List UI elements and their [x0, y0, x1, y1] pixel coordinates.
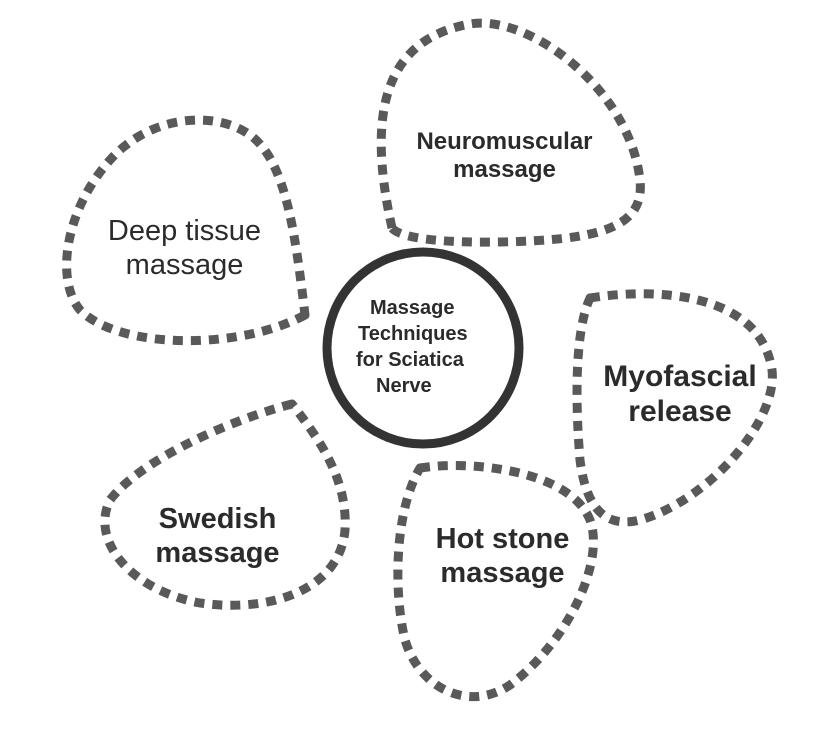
petal-hot-stone	[393, 461, 598, 702]
center-title-line-2: Techniques	[358, 323, 468, 345]
petal-label-deep-tissue-line-2: massage	[125, 248, 244, 281]
petal-label-myofascial-line-2: release	[628, 394, 732, 428]
petal-label-neuromuscular-line-2: massage	[453, 155, 556, 183]
center-hub	[322, 247, 524, 449]
petal-label-myofascial: Myofascial release	[590, 360, 770, 430]
center-title-line-3: for Sciatica	[356, 349, 464, 371]
center-title-line-4: Nerve	[376, 375, 432, 397]
petal-label-hot-stone-line-1: Hot stone	[435, 523, 570, 555]
petal-label-neuromuscular: Neuromuscular massage	[402, 128, 607, 184]
petal-label-neuromuscular-line-1: Neuromuscular	[416, 128, 593, 155]
petal-deep-tissue	[62, 115, 310, 346]
center-title-line-1: Massage	[370, 297, 455, 319]
petal-label-swedish-line-1: Swedish	[158, 503, 277, 535]
petal-swedish	[100, 399, 350, 610]
petal-label-hot-stone: Hot stone massage	[420, 523, 585, 590]
petal-neuromuscular	[376, 18, 645, 247]
petal-label-hot-stone-line-2: massage	[440, 556, 565, 589]
petal-label-deep-tissue: Deep tissue massage	[92, 215, 277, 282]
petal-label-myofascial-line-1: Myofascial	[603, 360, 757, 393]
petal-label-swedish: Swedish massage	[140, 503, 295, 570]
petal-label-swedish-line-2: massage	[155, 536, 280, 569]
petal-myofascial	[572, 289, 777, 527]
center-title: Massage Techniques for Sciatica Nerve	[340, 295, 510, 399]
petal-label-deep-tissue-line-1: Deep tissue	[107, 215, 262, 247]
